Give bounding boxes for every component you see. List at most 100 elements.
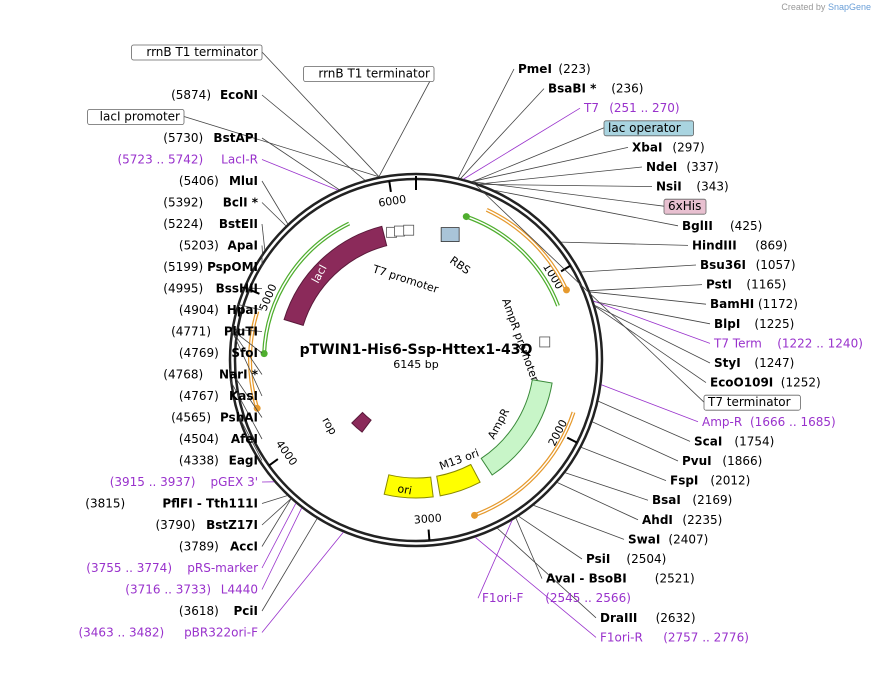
feature-box — [87, 109, 185, 125]
label-t7-2: T7(251 .. 270) — [583, 101, 680, 115]
label-swai-24: SwaI(2407) — [628, 532, 708, 546]
t7-promoter-label: T7 promoter — [370, 262, 440, 296]
feature-box — [603, 120, 694, 137]
site-name: NsiI — [656, 180, 682, 194]
ampr-promoter-label: AmpR promoter — [499, 297, 541, 384]
site-pos: (3463 .. 3482) — [78, 626, 164, 640]
site-name: PmeI — [518, 62, 552, 76]
label-nsii-6: NsiI (343) — [656, 180, 729, 194]
leader-line — [235, 410, 263, 461]
label-styi-15: StyI(1247) — [714, 356, 794, 370]
label-l4440-25: L4440 (3716 .. 3733) — [125, 583, 258, 597]
label-pflfi-tth111i-21: PflFI - Tth111I (3815) — [85, 497, 258, 511]
tick-6000 — [388, 180, 392, 193]
label-leader-lines — [183, 51, 711, 638]
site-name: PstI — [706, 278, 732, 292]
site-name: PflFI - Tth111I — [162, 497, 258, 511]
site-pos: (2545 .. 2566) — [545, 591, 631, 605]
site-pos: (5203) — [179, 239, 219, 253]
leader-line — [598, 400, 691, 442]
site-name: rrnB T1 terminator — [146, 45, 258, 59]
site-name: StyI — [714, 356, 741, 370]
leader-line — [261, 202, 287, 227]
site-name: BsaI — [652, 493, 681, 507]
site-name: ApaI — [228, 239, 258, 253]
leader-line — [261, 498, 292, 547]
leader-line — [261, 159, 338, 191]
label-fspi-21: FspI(2012) — [670, 474, 750, 488]
site-name: L4440 — [221, 583, 258, 597]
label-psti-11: PstI(1165) — [706, 278, 786, 292]
site-pos: (1866) — [722, 454, 762, 468]
label-prs-marker-24: pRS-marker(3755 .. 3774) — [86, 561, 258, 575]
site-pos: (2757 .. 2776) — [663, 630, 749, 644]
ori-arrow — [383, 474, 434, 499]
site-name: rrnB T1 terminator — [318, 67, 430, 81]
site-name: PvuI — [682, 454, 712, 468]
ori-label: ori — [396, 482, 412, 497]
leader-line — [561, 241, 689, 246]
label-psii-25: PsiI(2504) — [586, 552, 666, 566]
tick-1000 — [560, 264, 571, 273]
leader-line — [472, 181, 705, 403]
site-pos: (251 .. 270) — [609, 101, 679, 115]
label-bsshii-11: BssHII(4995) — [163, 282, 258, 296]
leader-line — [565, 472, 649, 501]
feature-arrows — [283, 224, 553, 499]
rrnb-glyph-3 — [403, 224, 415, 236]
orange-arc-3-head — [253, 404, 261, 412]
label-pmei-0: PmeI(223) — [518, 62, 591, 76]
leader-line — [378, 73, 435, 177]
site-name: XbaI — [632, 140, 662, 154]
leader-line — [557, 482, 639, 521]
label-ecoo109i-16: EcoO109I(1252) — [710, 376, 821, 390]
leader-line — [475, 537, 597, 638]
label-t7-terminator-17: T7 terminator — [703, 394, 801, 411]
site-pos: (343) — [696, 180, 728, 194]
label-bsai-22: BsaI(2169) — [652, 493, 732, 507]
feature-box — [303, 66, 435, 82]
site-pos: (4904) — [179, 303, 219, 317]
leader-line — [261, 94, 366, 181]
site-name: lacI promoter — [100, 110, 180, 124]
leader-line — [183, 116, 380, 178]
site-pos: (3716 .. 3733) — [125, 583, 211, 597]
leader-line — [601, 384, 699, 423]
label-bglii-8: BglII(425) — [682, 219, 762, 233]
site-name: BamHI — [710, 297, 754, 311]
leader-line — [261, 507, 303, 590]
watermark-brand: SnapGene — [827, 2, 871, 12]
site-name: F1ori-R — [600, 630, 643, 644]
label-acci-23: AccI(3789) — [179, 540, 258, 554]
site-name: KasI — [229, 389, 258, 403]
snapgene-watermark: Created by SnapGene — [781, 2, 871, 12]
site-pos: (1057) — [756, 258, 796, 272]
site-name: HindIII — [692, 238, 737, 252]
leader-line — [231, 328, 263, 332]
label-hpai-12: HpaI(4904) — [179, 303, 258, 317]
plasmid-size: 6145 bp — [393, 358, 438, 371]
green-arc-1-head — [462, 213, 470, 221]
label-6xhis-7: 6xHis — [663, 198, 707, 215]
leader-line — [261, 223, 266, 251]
site-name: LacI-R — [221, 153, 258, 167]
orange-arc-1-head — [562, 286, 570, 294]
leader-line — [228, 368, 263, 418]
site-name: pGEX 3' — [211, 475, 258, 489]
site-pos: (2012) — [710, 474, 750, 488]
site-pos: (2632) — [656, 611, 696, 625]
site-pos: (1225) — [754, 317, 794, 331]
site-pos: (2521) — [655, 572, 695, 586]
leader-line — [594, 305, 711, 364]
label-laci-r-5: LacI-R(5723 .. 5742) — [117, 153, 258, 167]
label-pcii-26: PciI(3618) — [179, 604, 258, 618]
leader-line — [592, 421, 679, 462]
tick-label-4000: 4000 — [273, 438, 300, 468]
site-pos: (3915 .. 3937) — [110, 475, 196, 489]
site-pos: (2407) — [668, 532, 708, 546]
site-pos: (3815) — [85, 497, 125, 511]
site-name: PshAI — [220, 411, 258, 425]
label-bstapi-4: BstAPI(5730) — [163, 131, 258, 145]
site-name: EagI — [229, 454, 258, 468]
leader-line — [261, 51, 380, 177]
